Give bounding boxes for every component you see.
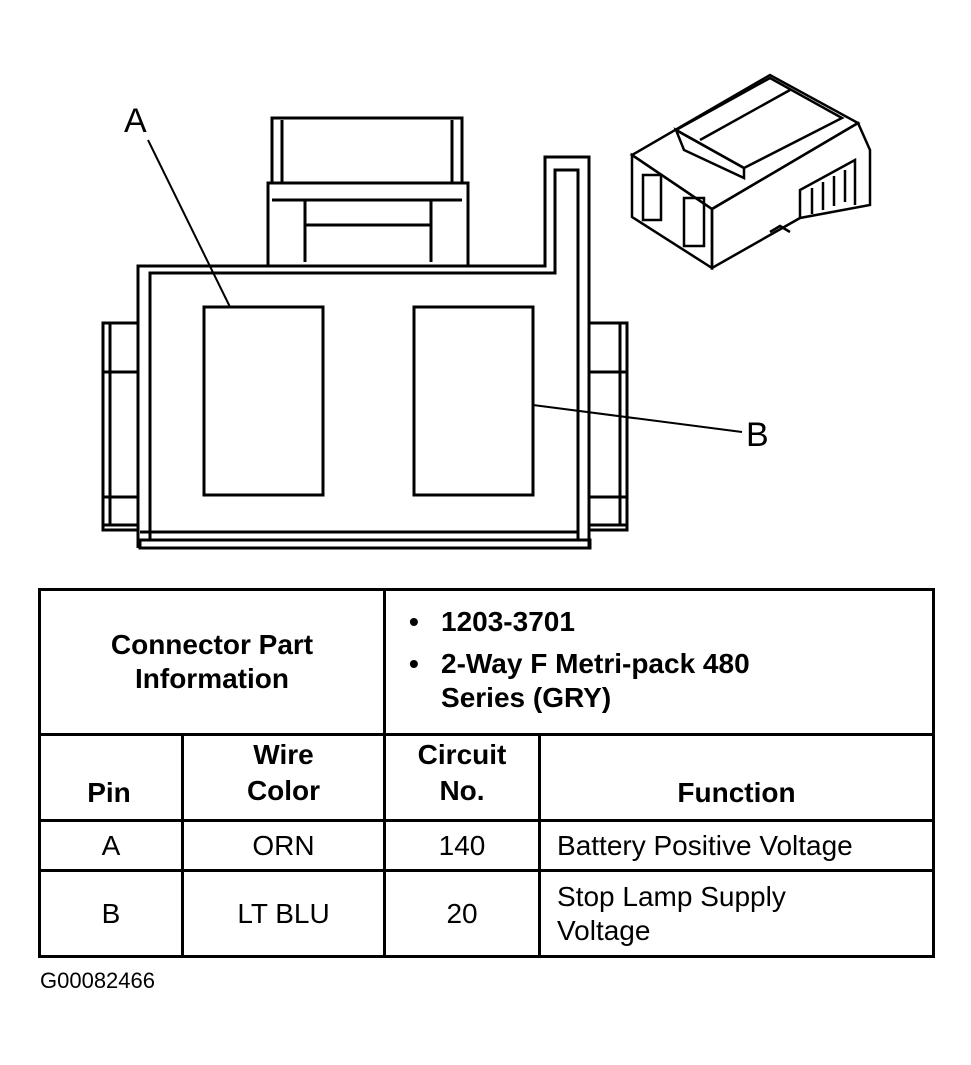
part-info-heading: Connector Part Information xyxy=(37,588,387,736)
col-header-function: Function xyxy=(538,733,936,822)
wire-color-cell: ORN xyxy=(180,819,387,872)
circuit-cell: 20 xyxy=(383,869,542,958)
col-header-circuit-no: Circuit No. xyxy=(383,733,542,822)
function-cell: Stop Lamp Supply Voltage xyxy=(538,869,936,958)
left-side-tab xyxy=(101,321,138,532)
connector-info-table: Connector Part Information 1203-3701 2-W… xyxy=(37,588,936,958)
figure-id: G00082466 xyxy=(40,968,155,993)
pin-a-cavity xyxy=(202,305,325,497)
part-number: 1203-3701 xyxy=(409,605,932,639)
callout-b-leader xyxy=(532,404,743,433)
table-row: B LT BLU 20 Stop Lamp Supply Voltage xyxy=(38,869,936,958)
pin-cell: A xyxy=(38,819,184,872)
callout-b-label: B xyxy=(746,416,769,454)
callout-a-label: A xyxy=(124,102,147,140)
pin-cell: B xyxy=(38,869,184,958)
table-row: A ORN 140 Battery Positive Voltage xyxy=(38,819,936,872)
col-header-wire-color: Wire Color xyxy=(180,733,387,822)
connector-face-diagram xyxy=(101,73,872,550)
circuit-cell: 140 xyxy=(383,819,542,872)
connector-housing xyxy=(136,155,592,550)
connector-isometric-icon xyxy=(629,73,872,271)
part-info-values: 1203-3701 2-Way F Metri-pack 480 Series … xyxy=(383,588,936,736)
column-header-row: Pin Wire Color Circuit No. Function xyxy=(38,733,936,822)
callout-a-leader xyxy=(147,139,231,308)
wire-color-cell: LT BLU xyxy=(180,869,387,958)
col-header-pin: Pin xyxy=(38,733,184,822)
pin-b-cavity xyxy=(412,305,535,497)
part-description: 2-Way F Metri-pack 480 Series (GRY) xyxy=(409,647,761,715)
function-cell: Battery Positive Voltage xyxy=(538,819,936,872)
right-side-tab xyxy=(589,321,629,532)
connector-latch xyxy=(266,116,470,266)
part-info-row: Connector Part Information 1203-3701 2-W… xyxy=(37,588,936,736)
